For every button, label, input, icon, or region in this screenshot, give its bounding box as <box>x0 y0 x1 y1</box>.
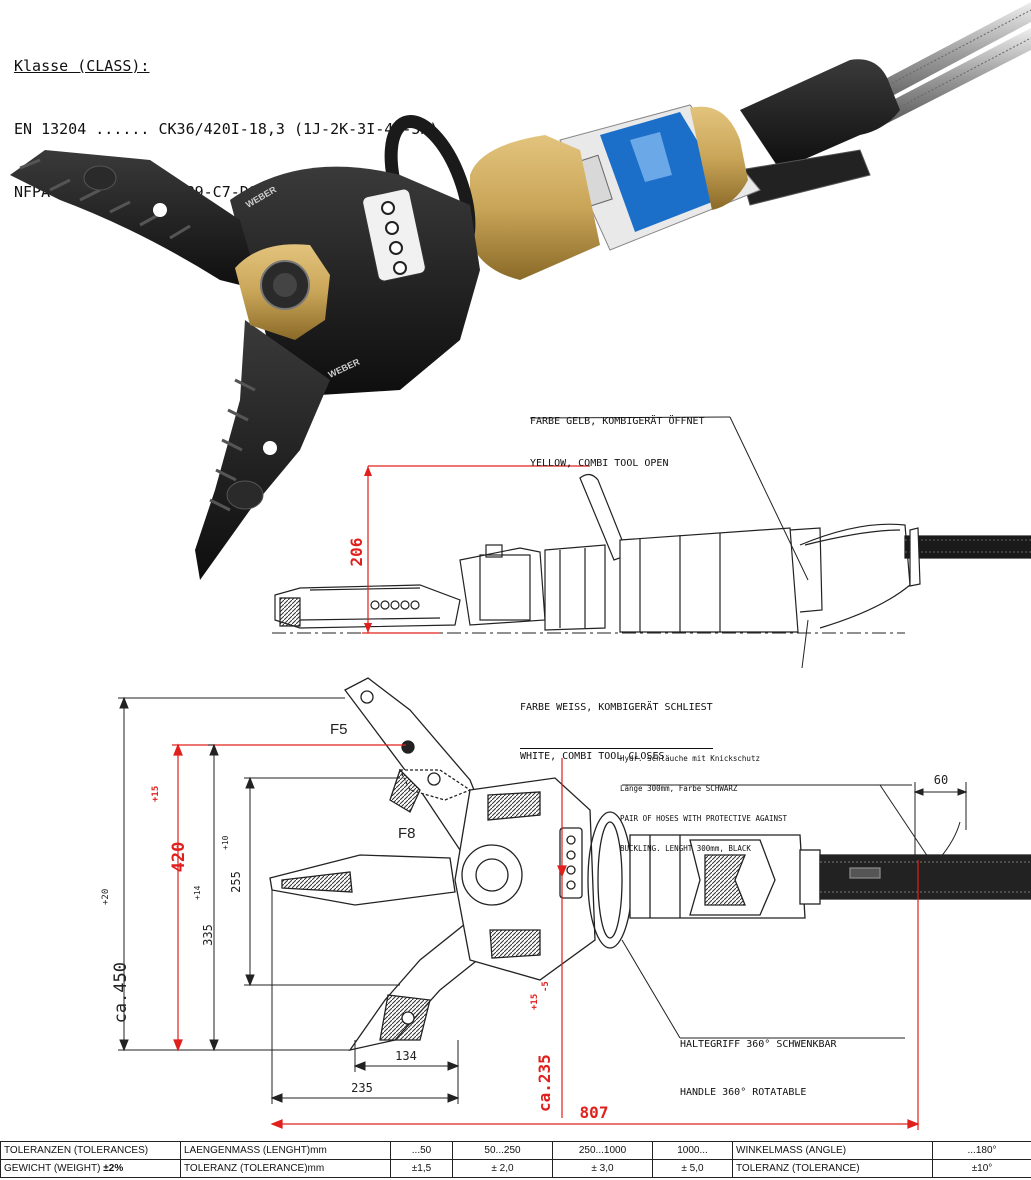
leader-open <box>729 416 809 581</box>
note-close-de: FARBE WEISS, KOMBIGERÄT SCHLIEST <box>520 702 713 713</box>
note-handle: HALTEGRIFF 360° SCHWENKBAR HANDLE 360° R… <box>680 1005 837 1133</box>
note-hoses-3: PAIR OF HOSES WITH PROTECTIVE AGAINST <box>620 814 788 823</box>
dim-335-label: 335 <box>201 924 215 946</box>
dim-450 <box>118 696 350 1052</box>
note-handle-de: HALTEGRIFF 360° SCHWENKBAR <box>680 1039 837 1050</box>
dim-60 <box>913 782 968 859</box>
class-title: Klasse (CLASS): <box>14 57 150 75</box>
tol-cell: GEWICHT (WEIGHT) ±2% <box>0 1159 181 1178</box>
dim-255-tol: +10 <box>221 835 230 850</box>
dim-206: 206 <box>347 465 590 634</box>
tol-cell: ± 2,0 <box>452 1159 553 1178</box>
dim-235v-tol-up: +15 <box>530 994 540 1010</box>
hydraulic-hoses <box>855 2 1031 128</box>
tol-weight-value: ±2% <box>103 1163 124 1174</box>
tol-cell: ± 3,0 <box>552 1159 653 1178</box>
tol-weight-label: GEWICHT (WEIGHT) <box>4 1163 101 1174</box>
note-close-en: WHITE, COMBI TOOL CLOSES <box>520 748 713 765</box>
dim-335 <box>208 743 219 1052</box>
dim-235v-tol-dn: -5 <box>541 981 551 992</box>
tol-cell: 50...250 <box>452 1141 553 1160</box>
dim-807-label: 807 <box>580 1103 609 1122</box>
tol-cell: 250...1000 <box>552 1141 653 1160</box>
note-open: FARBE GELB, KOMBIGERÄT ÖFFNET YELLOW, CO… <box>530 387 705 499</box>
dim-235-horizontal <box>270 890 460 1104</box>
tolerance-row-1: TOLERANZEN (TOLERANCES) LAENGENMASS (LEN… <box>0 1141 1031 1160</box>
drawing-canvas: WEBER WEBER <box>10 2 1031 1130</box>
note-open-de: FARBE GELB, KOMBIGERÄT ÖFFNET <box>530 416 705 427</box>
tol-cell: WINKELMASS (ANGLE) <box>732 1141 933 1160</box>
dim-235v-label: ca.235 <box>535 1054 554 1112</box>
note-handle-en: HANDLE 360° ROTATABLE <box>680 1087 807 1098</box>
dim-134-label: 134 <box>395 1049 417 1063</box>
force-f5-label: F5 <box>330 721 348 738</box>
gold-valve-collar <box>690 106 748 210</box>
dim-134 <box>353 1040 460 1072</box>
note-close: FARBE WEISS, KOMBIGERÄT SCHLIEST WHITE, … <box>520 668 713 797</box>
note-hoses: Hydr. Schläuche mit Knickschutz Länge 30… <box>620 734 787 874</box>
dim-235h-label: 235 <box>351 1081 373 1095</box>
tol-cell: TOLERANZ (TOLERANCE)mm <box>180 1159 391 1178</box>
dim-807 <box>270 860 920 1130</box>
lower-blade <box>195 320 330 580</box>
tol-cell: LAENGENMASS (LENGHT)mm <box>180 1141 391 1160</box>
tol-cell: ...50 <box>390 1141 453 1160</box>
tolerance-row-2: GEWICHT (WEIGHT) ±2% TOLERANZ (TOLERANCE… <box>0 1159 1031 1178</box>
tool-render: WEBER WEBER <box>10 2 1031 580</box>
dim-235-vertical <box>557 758 567 1118</box>
dim-335-tol: +14 <box>193 885 202 900</box>
top-view <box>269 677 1031 1051</box>
dim-255-label: 255 <box>229 871 243 893</box>
tol-cell: ±1,5 <box>390 1159 453 1178</box>
note-hoses-1: Hydr. Schläuche mit Knickschutz <box>620 754 760 763</box>
tolerance-table: TOLERANZEN (TOLERANCES) LAENGENMASS (LEN… <box>0 1141 1031 1178</box>
leader-close <box>801 619 809 669</box>
tol-cell: ± 5,0 <box>652 1159 733 1178</box>
dim-420-label: 420 <box>169 842 189 873</box>
tol-cell: ±10° <box>932 1159 1031 1178</box>
note-hoses-4: BUCKLING. LENGHT 300mm, BLACK <box>620 844 751 853</box>
dim-60-label: 60 <box>934 773 948 787</box>
note-hoses-2: Länge 300mm, Farbe SCHWARZ <box>620 784 738 793</box>
leader-handle <box>621 939 681 1039</box>
tol-cell: TOLERANZ (TOLERANCE) <box>732 1159 933 1178</box>
dim-420-tol: +15 <box>151 786 161 802</box>
rear-grip <box>740 59 900 170</box>
upper-blade <box>10 150 260 290</box>
gold-cylinder <box>470 135 600 280</box>
tol-cell: 1000... <box>652 1141 733 1160</box>
note-open-en: YELLOW, COMBI TOOL OPEN <box>530 458 669 469</box>
force-f8-label: F8 <box>398 825 416 842</box>
dim-450-tol: +20 <box>101 889 111 905</box>
dim-206-label: 206 <box>347 538 366 567</box>
dim-255 <box>244 776 400 987</box>
dim-450-label: ca.450 <box>111 962 131 1023</box>
tol-cell: TOLERANZEN (TOLERANCES) <box>0 1141 181 1160</box>
tol-cell: ...180° <box>932 1141 1031 1160</box>
pin-panel <box>362 188 426 282</box>
